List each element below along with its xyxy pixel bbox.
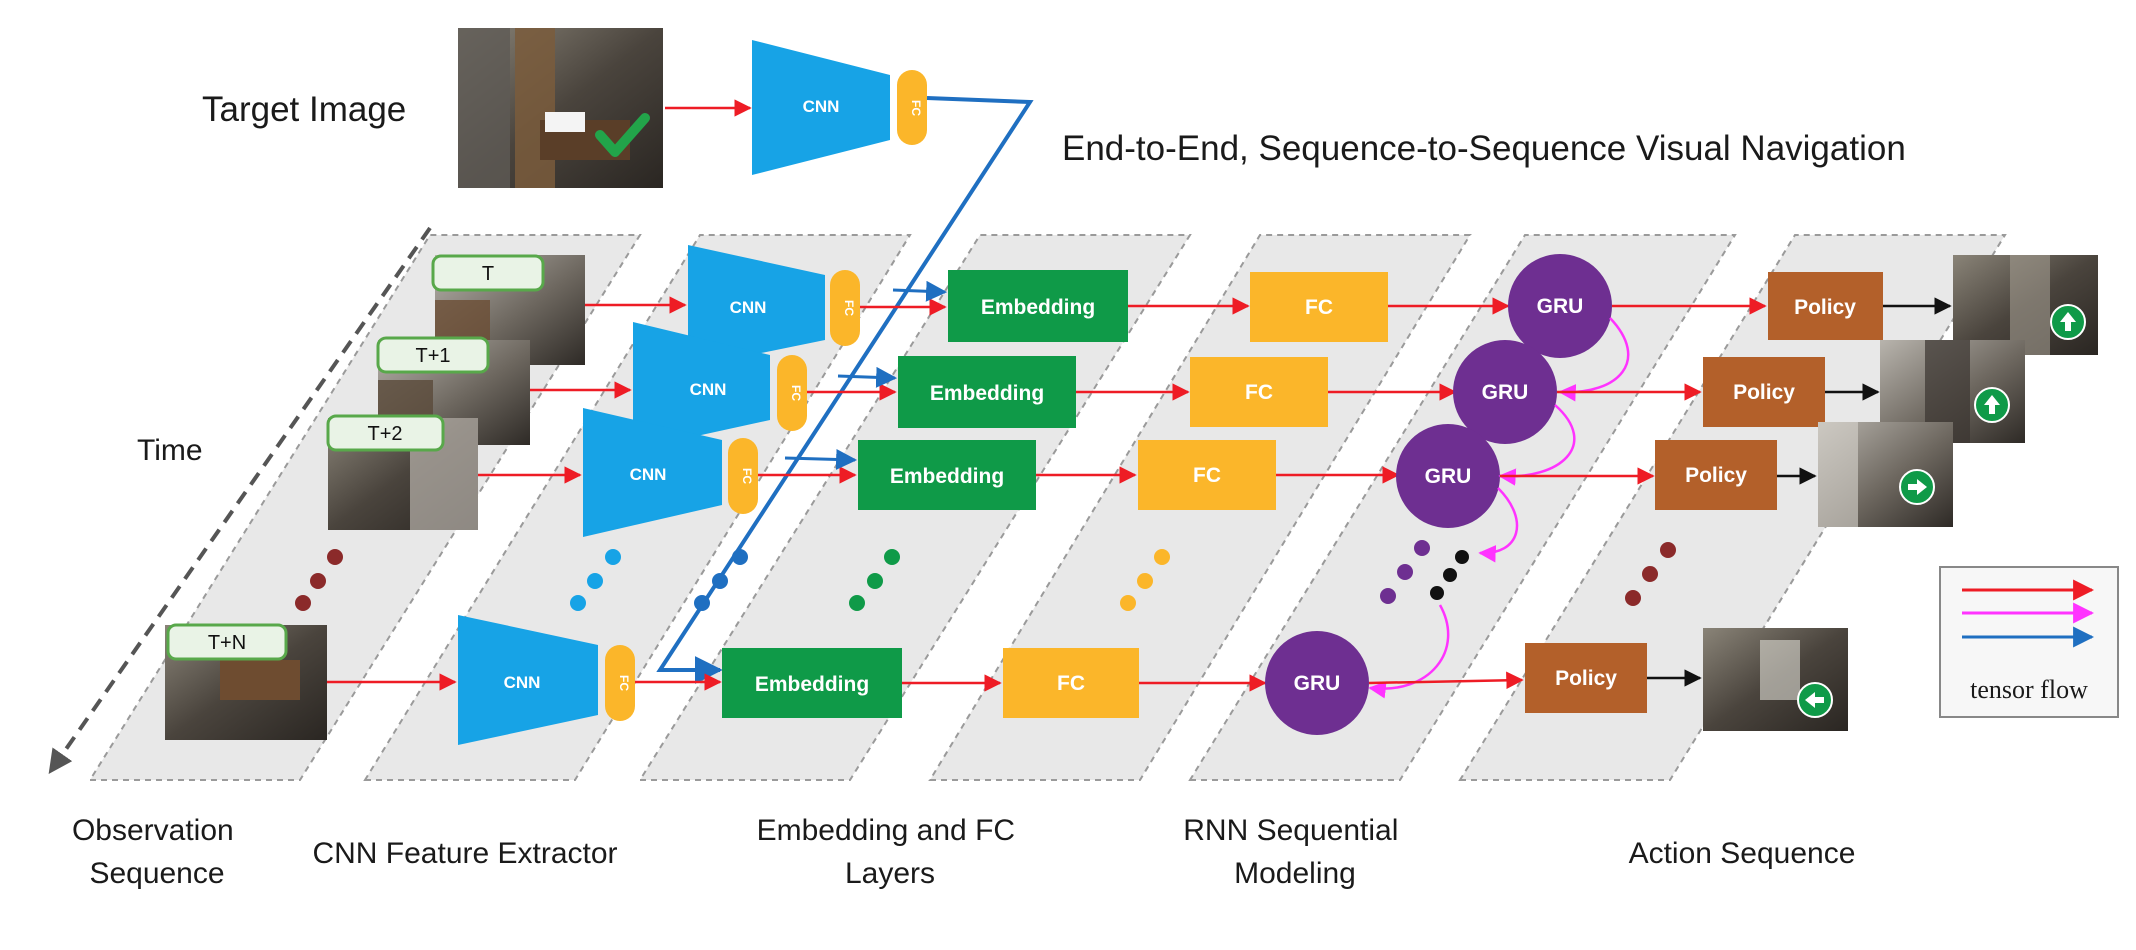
- svg-text:Embedding: Embedding: [755, 673, 869, 696]
- legend: tensor flow: [1939, 566, 2119, 718]
- svg-text:T: T: [482, 263, 494, 285]
- cnn-block-t: CNN: [688, 245, 825, 368]
- policy-to-action-arrows: [1647, 297, 1952, 687]
- gru-to-policy-arrows: [1368, 297, 1767, 690]
- fc-block-t1: FC: [1190, 357, 1328, 427]
- fc-to-embedding-arrows: [635, 298, 947, 691]
- svg-text:CNN: CNN: [690, 380, 727, 399]
- fc-block-t: FC: [1250, 272, 1388, 342]
- target-image: [458, 28, 663, 188]
- target-image-label: Target Image: [202, 90, 406, 129]
- ellipsis-observation: [295, 549, 343, 611]
- fc-pill-t: FC: [830, 270, 860, 346]
- ellipsis-gru-state: [1430, 550, 1469, 600]
- gru-node-t: GRU: [1508, 254, 1612, 358]
- svg-text:FC: FC: [909, 100, 923, 116]
- ellipsis-fc-pill: [694, 549, 748, 611]
- ellipsis-gru: [1380, 540, 1430, 604]
- svg-text:GRU: GRU: [1537, 295, 1584, 318]
- gru-node-t1: GRU: [1453, 340, 1557, 444]
- svg-text:GRU: GRU: [1294, 672, 1341, 695]
- ellipsis-embedding: [849, 549, 900, 611]
- svg-text:T+N: T+N: [208, 632, 246, 654]
- policy-block-t2: Policy: [1655, 440, 1777, 510]
- svg-text:FC: FC: [617, 675, 631, 691]
- cnn-block-t1: CNN: [633, 322, 770, 450]
- gru-node-tn: GRU: [1265, 631, 1369, 735]
- fc-pill-t2: FC: [728, 438, 758, 514]
- action-image-tn: [1703, 628, 1848, 731]
- target-embedding-flow: [656, 96, 1034, 684]
- embedding-block-t1: Embedding: [898, 356, 1076, 428]
- svg-text:FC: FC: [1305, 296, 1333, 319]
- observation-tn: T+N: [165, 623, 327, 740]
- time-axis-label: Time: [137, 434, 203, 467]
- observation-t2: T+2: [326, 414, 478, 530]
- ellipsis-cnn: [570, 549, 621, 611]
- svg-text:CNN: CNN: [630, 465, 667, 484]
- target-fc-block: FC: [897, 70, 927, 145]
- caption-rnn: RNN Sequential Modeling: [1183, 814, 1406, 890]
- legend-label: tensor flow: [1970, 675, 2088, 704]
- svg-text:GRU: GRU: [1425, 465, 1472, 488]
- svg-text:FC: FC: [1057, 672, 1085, 695]
- svg-text:GRU: GRU: [1482, 381, 1529, 404]
- svg-text:T+1: T+1: [415, 345, 450, 367]
- time-axis-arrow: [48, 226, 432, 774]
- caption-embedding: Embedding and FC Layers: [757, 814, 1024, 890]
- diagram-title: End-to-End, Sequence-to-Sequence Visual …: [1062, 129, 1906, 168]
- fc-block-t2: FC: [1138, 440, 1276, 510]
- embedding-to-fc-arrows: [902, 297, 1250, 692]
- svg-text:FC: FC: [1193, 464, 1221, 487]
- svg-text:CNN: CNN: [730, 298, 767, 317]
- action-image-t: [1953, 255, 2098, 355]
- caption-cnn: CNN Feature Extractor: [312, 837, 617, 870]
- policy-block-t: Policy: [1768, 272, 1883, 340]
- embedding-block-t2: Embedding: [858, 440, 1036, 510]
- svg-text:Embedding: Embedding: [981, 296, 1095, 319]
- fc-pill-tn: FC: [605, 645, 635, 721]
- svg-text:FC: FC: [842, 300, 856, 316]
- target-cnn-block: CNN: [752, 40, 890, 175]
- caption-action: Action Sequence: [1629, 837, 1856, 870]
- caption-observation: Observation Sequence: [72, 814, 242, 890]
- svg-text:FC: FC: [740, 468, 754, 484]
- svg-text:Embedding: Embedding: [890, 465, 1004, 488]
- svg-text:FC: FC: [1245, 381, 1273, 404]
- svg-text:Policy: Policy: [1794, 296, 1856, 319]
- observation-flow-arrows: [327, 296, 687, 691]
- cnn-block-tn: CNN: [458, 615, 598, 745]
- svg-text:FC: FC: [789, 385, 803, 401]
- svg-text:Embedding: Embedding: [930, 382, 1044, 405]
- ellipsis-policy: [1625, 542, 1676, 606]
- svg-text:Policy: Policy: [1733, 381, 1795, 404]
- gru-node-t2: GRU: [1396, 424, 1500, 528]
- fc-pill-t1: FC: [777, 355, 807, 431]
- fc-block-tn: FC: [1003, 648, 1139, 718]
- svg-text:T+2: T+2: [367, 423, 402, 445]
- policy-block-t1: Policy: [1703, 357, 1825, 427]
- embedding-block-t: Embedding: [948, 270, 1128, 342]
- svg-text:CNN: CNN: [803, 97, 840, 116]
- svg-text:CNN: CNN: [504, 673, 541, 692]
- svg-text:Policy: Policy: [1555, 667, 1617, 690]
- checkmark-icon: [595, 113, 650, 157]
- ellipsis-fc: [1120, 549, 1170, 611]
- fc-to-gru-arrows: [1139, 297, 1510, 692]
- embedding-block-tn: Embedding: [722, 648, 902, 718]
- stage-captions: Observation Sequence CNN Feature Extract…: [72, 814, 1855, 890]
- action-image-t2: [1818, 422, 1953, 527]
- svg-text:Policy: Policy: [1685, 464, 1747, 487]
- policy-block-tn: Policy: [1525, 643, 1647, 713]
- cnn-block-t2: CNN: [583, 408, 722, 537]
- target-feature-branches: [784, 280, 948, 470]
